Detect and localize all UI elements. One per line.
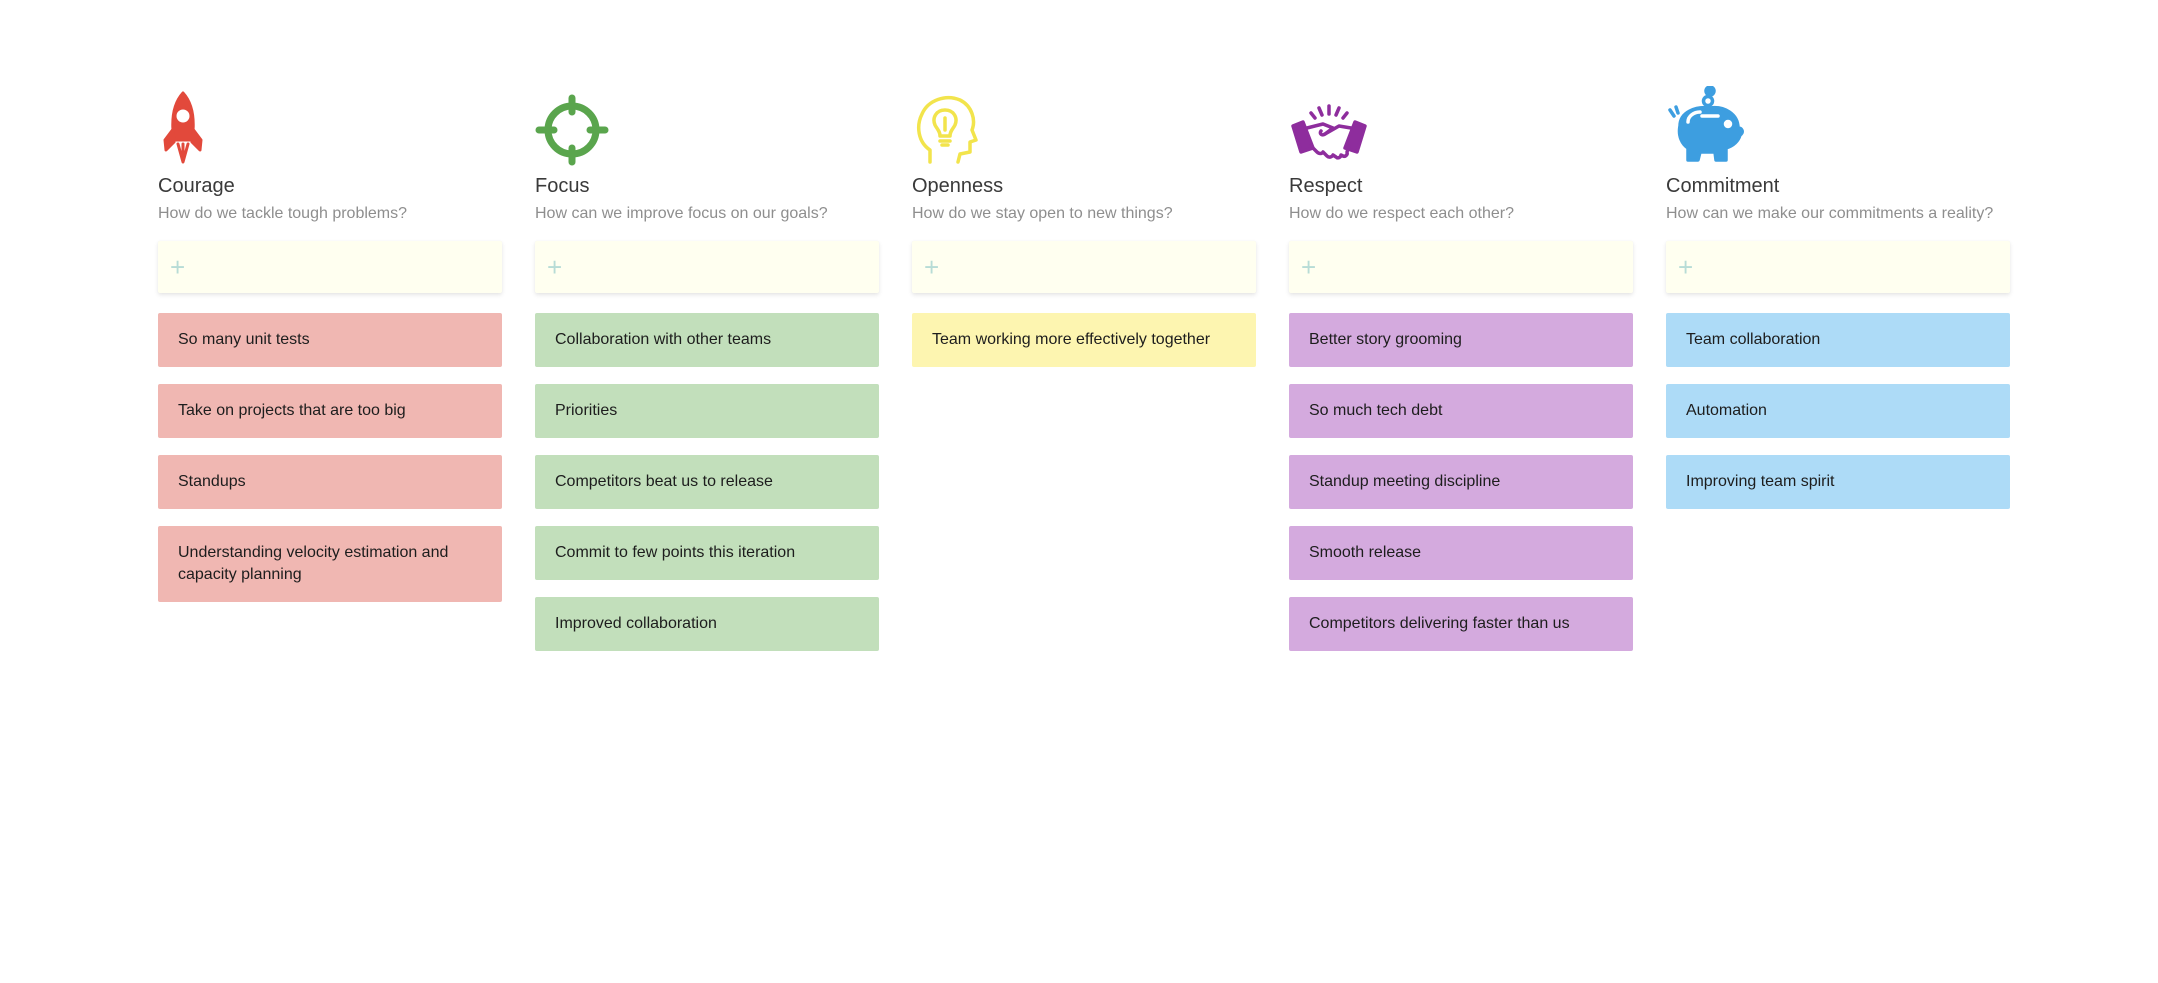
retro-card[interactable]: Smooth release — [1289, 526, 1633, 580]
retro-card[interactable]: Commit to few points this iteration — [535, 526, 879, 580]
column-respect: Respect How do we respect each other? + … — [1289, 86, 1633, 651]
card-list: Team working more effectively together — [912, 313, 1256, 367]
card-list: So many unit tests Take on projects that… — [158, 313, 502, 602]
retro-card[interactable]: Collaboration with other teams — [535, 313, 879, 367]
add-card-button[interactable]: + — [1289, 241, 1633, 293]
plus-icon: + — [547, 252, 563, 282]
column-title: Commitment — [1666, 175, 1780, 197]
plus-icon: + — [1678, 252, 1694, 282]
crosshair-target-icon — [535, 94, 609, 166]
retro-board: Courage How do we tackle tough problems?… — [158, 86, 2010, 651]
column-title: Respect — [1289, 175, 1363, 197]
retro-card[interactable]: Competitors beat us to release — [535, 455, 879, 509]
column-title: Courage — [158, 175, 235, 197]
lightbulb-head-icon — [916, 95, 978, 164]
column-icon-wrap — [158, 86, 502, 166]
column-icon-wrap — [1289, 86, 1633, 166]
retro-card[interactable]: Understanding velocity estimation and ca… — [158, 526, 502, 602]
add-card-button[interactable]: + — [1666, 241, 2010, 293]
column-title: Focus — [535, 175, 590, 197]
retro-card[interactable]: Team working more effectively together — [912, 313, 1256, 367]
retro-card[interactable]: Standup meeting discipline — [1289, 455, 1633, 509]
column-subtitle: How can we make our commitments a realit… — [1666, 205, 1994, 222]
rocket-icon — [163, 91, 203, 164]
plus-icon: + — [170, 252, 186, 282]
retro-card[interactable]: So many unit tests — [158, 313, 502, 367]
plus-icon: + — [924, 252, 940, 282]
column-commitment: Commitment How can we make our commitmen… — [1666, 86, 2010, 651]
column-title: Openness — [912, 175, 1004, 197]
column-focus: Focus How can we improve focus on our go… — [535, 86, 879, 651]
retro-card[interactable]: Priorities — [535, 384, 879, 438]
retro-card[interactable]: So much tech debt — [1289, 384, 1633, 438]
add-card-button[interactable]: + — [158, 241, 502, 293]
column-icon-wrap — [535, 86, 879, 166]
retro-card[interactable]: Standups — [158, 455, 502, 509]
card-list: Team collaboration Automation Improving … — [1666, 313, 2010, 509]
retro-card[interactable]: Improving team spirit — [1666, 455, 2010, 509]
plus-icon: + — [1301, 252, 1317, 282]
retro-card[interactable]: Better story grooming — [1289, 313, 1633, 367]
handshake-icon — [1291, 104, 1367, 160]
column-subtitle: How do we respect each other? — [1289, 205, 1515, 222]
retro-card[interactable]: Team collaboration — [1666, 313, 2010, 367]
card-list: Collaboration with other teams Prioritie… — [535, 313, 879, 651]
retro-card[interactable]: Competitors delivering faster than us — [1289, 597, 1633, 651]
column-subtitle: How do we tackle tough problems? — [158, 205, 408, 222]
column-subtitle: How can we improve focus on our goals? — [535, 205, 828, 222]
column-courage: Courage How do we tackle tough problems?… — [158, 86, 502, 651]
add-card-button[interactable]: + — [535, 241, 879, 293]
card-list: Better story grooming So much tech debt … — [1289, 313, 1633, 651]
piggy-bank-icon — [1668, 86, 1744, 162]
column-icon-wrap — [1666, 86, 2010, 166]
add-card-button[interactable]: + — [912, 241, 1256, 293]
column-openness: Openness How do we stay open to new thin… — [912, 86, 1256, 651]
retro-card[interactable]: Automation — [1666, 384, 2010, 438]
column-icon-wrap — [912, 86, 1256, 166]
column-subtitle: How do we stay open to new things? — [912, 205, 1173, 222]
retro-card[interactable]: Take on projects that are too big — [158, 384, 502, 438]
retro-card[interactable]: Improved collaboration — [535, 597, 879, 651]
